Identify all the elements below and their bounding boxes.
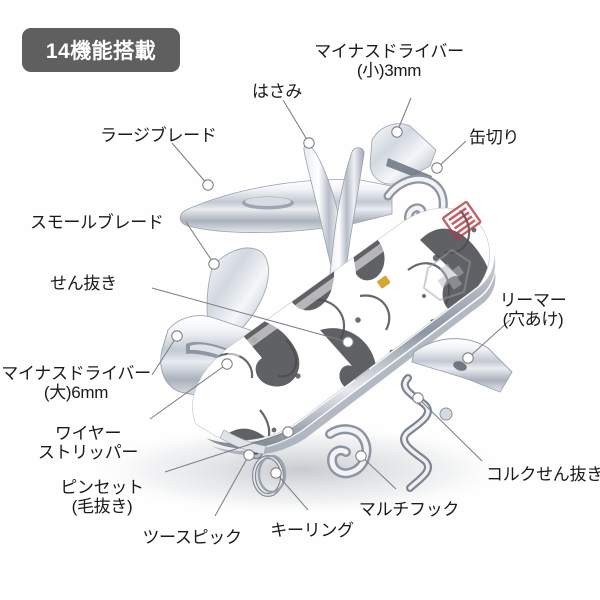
callout-label-small-blade: スモールブレード (30, 213, 164, 232)
red-stamp (442, 200, 482, 240)
victorinox-shield-logo (422, 248, 472, 302)
feature-count-badge: 14機能搭載 (22, 28, 180, 72)
callout-label-toothpick: ツースピック (142, 528, 242, 547)
callout-label-screwdriver-large: マイナスドライバー (大)6mm (1, 364, 151, 403)
callout-label-wire-stripper: ワイヤー ストリッパー (37, 424, 139, 463)
callout-label-reamer: リーマー (穴あけ) (499, 291, 567, 330)
callout-label-key-ring: キーリング (270, 521, 354, 540)
reamer-tool (411, 338, 513, 393)
callout-label-bottle-opener: せん抜き (50, 274, 117, 293)
callout-label-large-blade: ラージブレード (100, 126, 217, 145)
feature-count-badge-label: 14機能搭載 (45, 40, 157, 63)
large-blade-tool (179, 179, 393, 233)
small-screwdriver-tool (369, 123, 437, 185)
callout-label-screwdriver-small: マイナスドライバー (小)3mm (314, 42, 464, 81)
callout-label-tweezers: ピンセット (毛抜き) (60, 478, 144, 517)
multi-hook-tool (325, 424, 372, 479)
callout-label-corkscrew: コルクせん抜き (486, 465, 600, 484)
callout-label-can-opener: 缶切り (469, 128, 520, 147)
callout-label-scissors: はさみ (252, 82, 303, 101)
callout-label-multi-hook: マルチフック (358, 500, 460, 519)
